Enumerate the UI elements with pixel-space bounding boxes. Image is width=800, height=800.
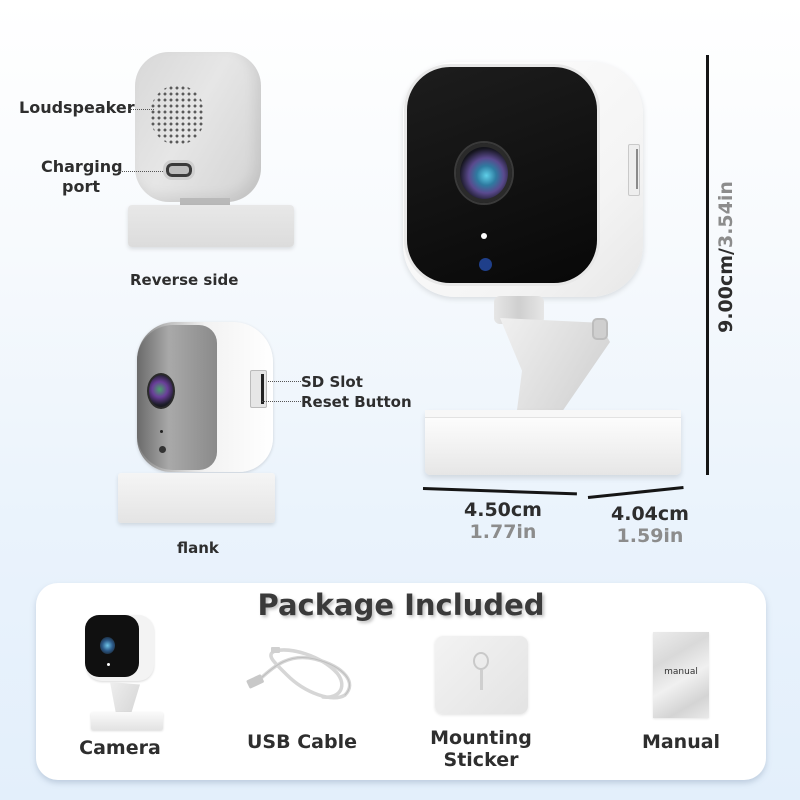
camera-base — [425, 410, 681, 475]
depth-cm: 4.04cm — [611, 503, 689, 525]
indicator-led — [160, 430, 163, 433]
height-dimension-label: 9.00cm/3.54in — [715, 92, 745, 422]
sd-slot-leader-line — [268, 381, 301, 382]
manual-label: Manual — [641, 731, 721, 753]
ir-led — [479, 258, 492, 271]
reset-button-leader-line — [262, 401, 301, 402]
manual-cover-text: manual — [664, 667, 698, 677]
indicator-led — [481, 233, 487, 239]
sd-slot-label: SD Slot — [301, 373, 363, 391]
indicator-led — [107, 663, 110, 666]
camera-label: Camera — [79, 737, 161, 759]
package-card-background — [36, 583, 766, 780]
ir-sensor — [159, 446, 166, 453]
speaker-grille-icon — [150, 85, 205, 145]
manual-icon — [653, 632, 709, 718]
sticker-slot — [480, 670, 483, 690]
depth-in: 1.59in — [616, 525, 684, 547]
mounting-sticker-label: Mounting — [430, 727, 532, 749]
height-cm: 9.00cm/ — [715, 248, 737, 333]
depth-dimension-label: 4.04cm 1.59in — [595, 503, 705, 547]
camera-lens-icon — [100, 637, 115, 654]
camera-base — [91, 712, 163, 730]
width-dimension-line — [422, 487, 577, 496]
usb-c-port-icon — [163, 160, 195, 180]
reverse-side-caption: Reverse side — [130, 271, 239, 289]
camera-lens-icon — [456, 143, 512, 203]
camera-lens-icon — [147, 373, 175, 409]
package-title: Package Included — [257, 588, 545, 622]
depth-dimension-line — [587, 485, 684, 499]
usb-cable-icon — [246, 647, 352, 700]
side-slot-icon — [628, 144, 640, 196]
width-in: 1.77in — [469, 521, 537, 543]
reset-button-label: Reset Button — [301, 393, 412, 411]
sticker-hole — [473, 652, 489, 670]
loudspeaker-label: Loudspeaker — [19, 98, 135, 117]
charging-port-label-line2: port — [62, 177, 100, 196]
width-dimension-label: 4.50cm 1.77in — [448, 499, 558, 543]
height-in: 3.54in — [715, 181, 737, 249]
width-cm: 4.50cm — [464, 499, 542, 521]
flank-caption: flank — [177, 539, 219, 557]
sd-slot-icon — [250, 370, 267, 408]
charging-port-leader-line — [119, 171, 163, 172]
height-dimension-line — [706, 55, 709, 475]
camera-base-top — [425, 410, 681, 418]
usb-cable-label: USB Cable — [247, 731, 357, 753]
loudspeaker-leader-line — [129, 109, 154, 110]
camera-base — [118, 473, 275, 523]
hinge-screw-icon — [592, 318, 608, 340]
camera-base — [128, 205, 294, 247]
mounting-sticker-label-line2: Sticker — [443, 749, 519, 771]
charging-port-label: Charging — [41, 157, 123, 176]
